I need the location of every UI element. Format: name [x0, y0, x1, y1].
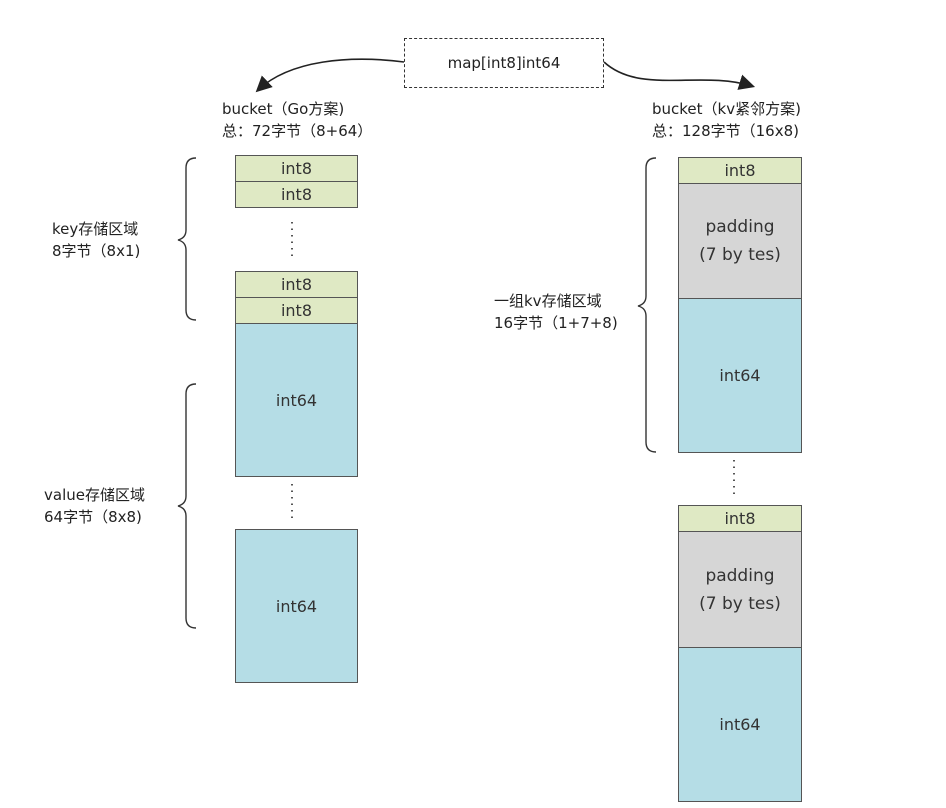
right-padding-cell: padding (7 by tes)	[678, 183, 802, 299]
key-bracket	[177, 157, 197, 321]
left-key-cell: int8	[235, 297, 358, 324]
right-arrow	[603, 61, 756, 90]
value-region-size: 64字节（8x8)	[44, 508, 142, 526]
left-caption: bucket（Go方案) 总：72字节（8+64）	[222, 98, 372, 142]
kv-group-size: 16字节（1+7+8)	[494, 314, 618, 332]
kv-group-label: 一组kv存储区域 16字节（1+7+8)	[494, 290, 618, 334]
left-caption-total: 总：72字节（8+64）	[222, 122, 373, 140]
kv-group-title: 一组kv存储区域	[494, 292, 602, 310]
right-value-cell: int64	[678, 298, 802, 453]
padding-label: padding	[705, 217, 775, 237]
value-region-title: value存储区域	[44, 486, 145, 504]
left-key-cell: int8	[235, 155, 358, 182]
padding-size: (7 by tes)	[699, 245, 781, 265]
key-region-size: 8字节（8x1)	[52, 242, 141, 260]
map-type-label: map[int8]int64	[447, 54, 561, 72]
right-caption: bucket（kv紧邻方案) 总：128字节（16x8)	[652, 98, 801, 142]
right-caption-total: 总：128字节（16x8)	[652, 122, 799, 140]
right-caption-title: bucket（kv紧邻方案)	[652, 100, 801, 118]
value-bracket	[177, 383, 197, 629]
key-region-title: key存储区域	[52, 220, 139, 238]
padding-label: padding	[705, 565, 775, 586]
padding-size: (7 by tes)	[699, 593, 781, 614]
left-key-cell: int8	[235, 271, 358, 298]
key-region-label: key存储区域 8字节（8x1)	[52, 218, 140, 262]
right-padding-cell: padding (7 by tes)	[678, 531, 802, 648]
value-region-label: value存储区域 64字节（8x8)	[44, 484, 145, 528]
left-value-cell: int64	[235, 529, 358, 683]
right-key-cell: int8	[678, 505, 802, 532]
left-caption-title: bucket（Go方案)	[222, 100, 345, 118]
map-type-box: map[int8]int64	[404, 38, 604, 88]
group-bracket	[637, 157, 657, 453]
left-arrow	[255, 58, 405, 93]
left-value-cell: int64	[235, 323, 358, 477]
right-key-cell: int8	[678, 157, 802, 184]
left-key-cell: int8	[235, 181, 358, 208]
right-value-cell: int64	[678, 647, 802, 802]
